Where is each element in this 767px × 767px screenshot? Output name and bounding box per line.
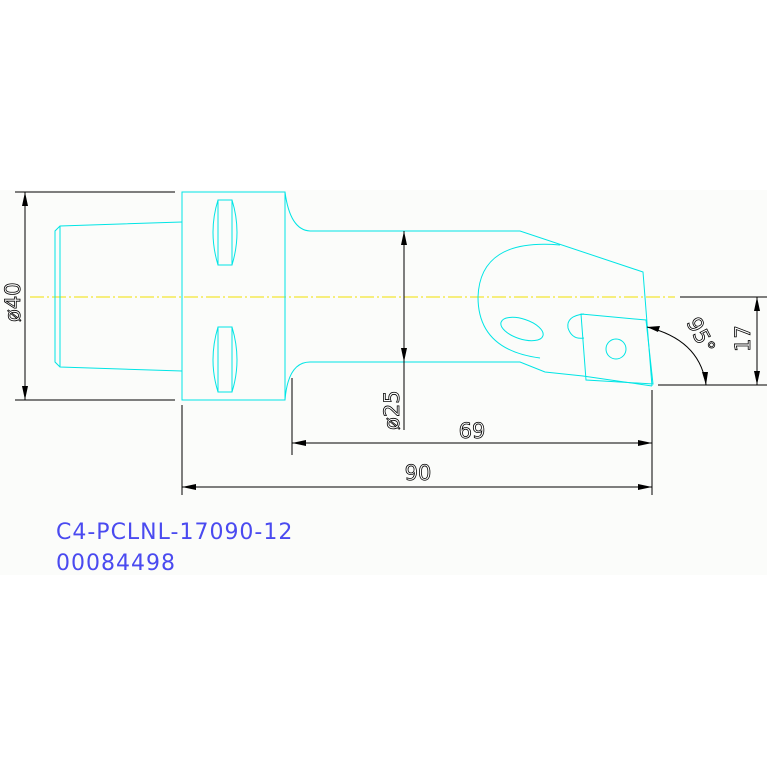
dim-shank-diameter: ø25: [380, 390, 404, 430]
insert-slot: [567, 313, 585, 339]
dim-69-arrow-left: [292, 440, 306, 446]
shank-outline-bottom: [284, 361, 653, 401]
part-number: C4-PCLNL-17090-12: [56, 520, 294, 545]
coupling-outline: [54, 221, 183, 372]
dim-69-arrow-right: [638, 440, 652, 446]
dim-90-arrow-left: [182, 484, 196, 490]
dim-diameter-arrow-top: [22, 192, 28, 206]
dim-angle-arrow-bottom: [702, 372, 708, 385]
keyway-slot-bottom: [212, 326, 238, 393]
dim-shank-arrow-top: [401, 231, 407, 245]
head-hole: [500, 316, 544, 342]
dim-head-length: 69: [459, 419, 486, 443]
insert-pocket: [580, 313, 654, 385]
drawing-area: [0, 190, 767, 575]
dim-offset: 17: [731, 325, 755, 352]
dim-90-arrow-right: [638, 484, 652, 490]
dim-overall-diameter: ø40: [1, 282, 25, 322]
flange-block: [181, 191, 286, 401]
dim-angle-arrow-top: [647, 326, 660, 332]
shank-outline-top: [284, 191, 653, 387]
keyway-slot-top: [212, 199, 238, 266]
dim-17-arrow-top: [754, 297, 760, 311]
dim-total-length: 90: [405, 461, 432, 485]
dim-shank-arrow-bottom: [401, 348, 407, 362]
order-code: 00084498: [56, 551, 176, 576]
head-arc: [477, 243, 561, 359]
dim-17-arrow-bottom: [754, 371, 760, 385]
dim-diameter-arrow-bottom: [22, 386, 28, 400]
insert-screw: [605, 338, 627, 360]
